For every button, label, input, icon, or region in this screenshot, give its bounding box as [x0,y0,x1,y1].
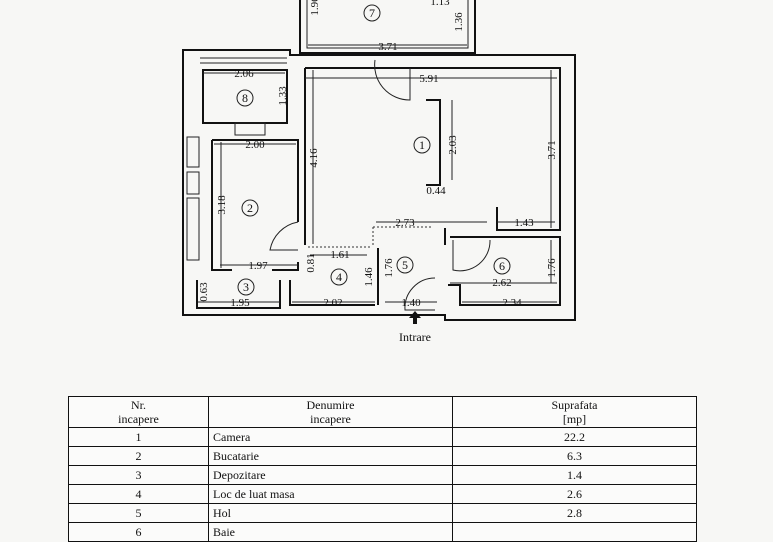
cell-nr: 6 [68,522,209,542]
room-number-labels: 7 8 1 2 3 4 5 6 [236,4,511,296]
dim-r4-bottom: 2.02 [323,297,342,309]
dim-r1-wall: 2.03 [447,135,459,155]
dim-r1-small: 0.44 [426,185,446,197]
dim-r8-height: 1.33 [277,86,289,106]
cell-nr: 4 [68,484,209,504]
dim-r7-width: 3.71 [378,41,397,53]
room-number-2: 2 [247,201,253,215]
dim-r2-height: 3.18 [216,195,228,215]
dim-r6-side: 1.76 [546,258,558,278]
entrance-label: Intrare [399,330,431,344]
doors [269,59,491,311]
dim-r5-top: 2.73 [395,217,415,229]
dim-r8-width: 2.06 [234,68,254,80]
cell-nr: 2 [68,446,209,466]
room-number-6: 6 [499,259,505,273]
cell-area: 6.3 [452,446,697,466]
header-area: Suprafata[mp] [452,396,697,428]
dim-r1-right: 3.71 [546,140,558,159]
entrance-arrow-icon [409,311,421,324]
room-7-balcony [299,0,476,54]
cell-name: Baie [208,522,453,542]
cell-area: 2.8 [452,503,697,523]
dim-r7-small: 1.13 [430,0,450,8]
dimension-labels: 1.96 1.13 1.36 3.71 2.06 1.33 5.91 4.16 … [198,0,558,309]
floor-plan: 7 8 1 2 3 4 5 6 1.96 1.13 1.36 3.71 2.06… [182,0,576,344]
cell-area: 1.4 [452,465,697,485]
cell-area: 2.6 [452,484,697,504]
dim-r1-width: 5.91 [419,73,438,85]
dim-r6-top: 1.43 [514,217,534,229]
dim-r5-bottom: 1.40 [401,297,421,309]
room-number-4: 4 [336,270,342,284]
cell-name: Camera [208,427,453,447]
dim-r4-side: 0.81 [305,253,317,272]
dim-r3-height: 0.63 [198,282,210,302]
cell-nr: 3 [68,465,209,485]
dim-r7-side: 1.36 [453,12,465,32]
cell-area: 22.2 [452,427,697,447]
room-number-7: 7 [369,6,375,20]
cell-name: Depozitare [208,465,453,485]
cell-name: Hol [208,503,453,523]
room-number-8: 8 [242,91,248,105]
room-number-5: 5 [402,258,408,272]
header-nr: Nr.incapere [68,396,209,428]
dim-r6-bottom: 2.34 [502,297,522,309]
dim-r5-height: 1.76 [383,258,395,278]
dim-r2-top: 2.00 [245,139,265,151]
dim-r4-right: 1.46 [363,267,375,287]
dim-r6-mid: 2.62 [492,277,511,289]
room-number-3: 3 [243,280,249,294]
dim-r7-height: 1.96 [309,0,321,16]
outer-walls [182,49,576,321]
open-area-boundary [308,226,432,248]
dim-r4-top: 1.61 [330,249,349,261]
dim-r2-bottom: 1.97 [248,260,268,272]
cell-name: Bucatarie [208,446,453,466]
dim-r1-left: 4.16 [308,148,320,168]
dim-r3-width: 1.95 [230,297,250,309]
dimension-lines [198,44,557,303]
cell-nr: 1 [68,427,209,447]
room-number-1: 1 [419,138,425,152]
cell-area [452,522,697,542]
wardrobe-wall [426,99,441,186]
cell-nr: 5 [68,503,209,523]
cell-name: Loc de luat masa [208,484,453,504]
